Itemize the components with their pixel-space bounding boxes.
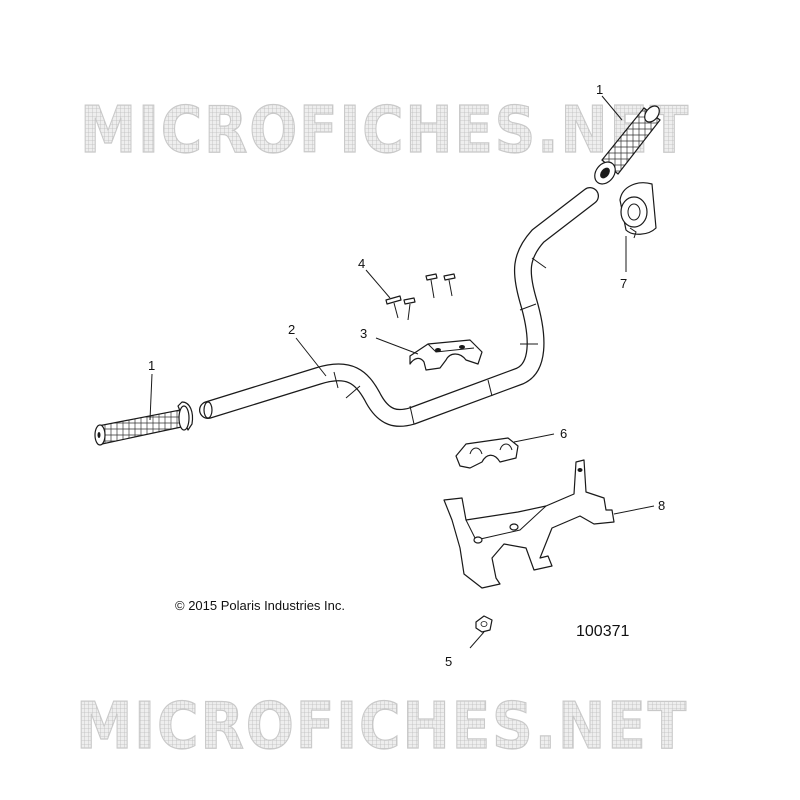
bolt-2 <box>403 297 416 321</box>
watermark-bottom: MICROFICHES.NET <box>75 689 688 764</box>
callout-1-left-grip: 1 <box>148 358 155 373</box>
callouts: 1 1 2 3 4 5 6 7 8 <box>148 82 665 669</box>
end-cap <box>619 182 657 239</box>
callout-6-lower-clamp: 6 <box>560 426 567 441</box>
mount-bracket <box>443 459 615 589</box>
watermark-top: MICROFICHES.NET <box>79 93 690 168</box>
callout-5-nut: 5 <box>445 654 452 669</box>
bolt-1 <box>385 295 402 319</box>
callout-8-bracket: 8 <box>658 498 665 513</box>
leader-lines <box>149 95 655 649</box>
grip-right <box>594 105 661 185</box>
svg-text:MICROFICHES.NET: MICROFICHES.NET <box>80 94 690 168</box>
bolts <box>385 273 456 321</box>
svg-text:MICROFICHES.NET: MICROFICHES.NET <box>76 690 688 764</box>
clamp-upper <box>409 339 483 371</box>
handlebar <box>199 187 599 427</box>
diagram-number: 100371 <box>576 623 629 640</box>
bolt-3 <box>425 273 438 299</box>
copyright-text: © 2015 Polaris Industries Inc. <box>175 598 345 613</box>
callout-4-bolts: 4 <box>358 256 365 271</box>
callout-3-upper-clamp: 3 <box>360 326 367 341</box>
callout-1-right-grip: 1 <box>596 82 603 97</box>
callout-2-handlebar: 2 <box>288 322 295 337</box>
callout-7-end-cap: 7 <box>620 276 627 291</box>
bolt-4 <box>443 273 456 297</box>
nut <box>475 615 493 633</box>
grip-left <box>94 401 194 446</box>
clamp-lower <box>455 437 519 469</box>
